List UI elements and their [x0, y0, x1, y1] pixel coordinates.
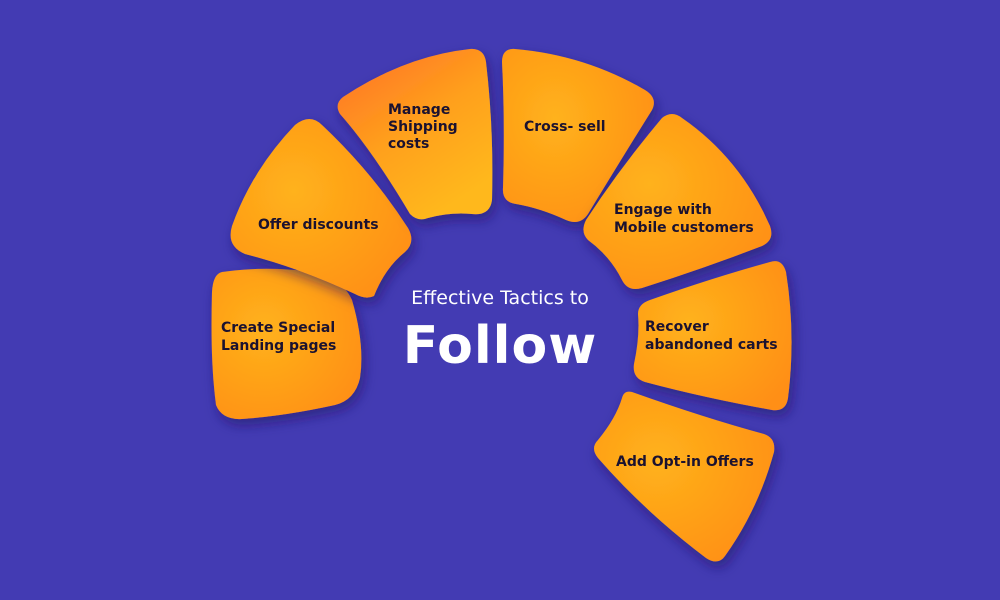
center-title: Follow — [402, 316, 598, 376]
label-add-opt-in-offers: Add Opt-in Offers — [616, 454, 754, 470]
center-subtitle: Effective Tactics to — [411, 287, 589, 309]
label-offer-discounts: Offer discounts — [258, 217, 379, 233]
label-cross-sell: Cross- sell — [524, 119, 606, 135]
label-engage-mobile-customers: Engage with Mobile customers — [614, 202, 754, 236]
petal-add-opt-in-offers — [594, 391, 775, 562]
petal-recover-abandoned-carts — [633, 261, 792, 411]
petal-cross-sell — [502, 48, 654, 222]
label-create-special-landing-pages: Create Special Landing pages — [221, 320, 340, 354]
petal-manage-shipping-costs — [337, 48, 493, 220]
petal-create-special-landing-pages — [211, 268, 362, 420]
petal-offer-discounts — [230, 119, 412, 298]
label-manage-shipping-costs: Manage Shipping costs — [388, 102, 463, 152]
petal-engage-mobile-customers — [583, 114, 772, 289]
label-recover-abandoned-carts: Recover abandoned carts — [645, 319, 778, 353]
